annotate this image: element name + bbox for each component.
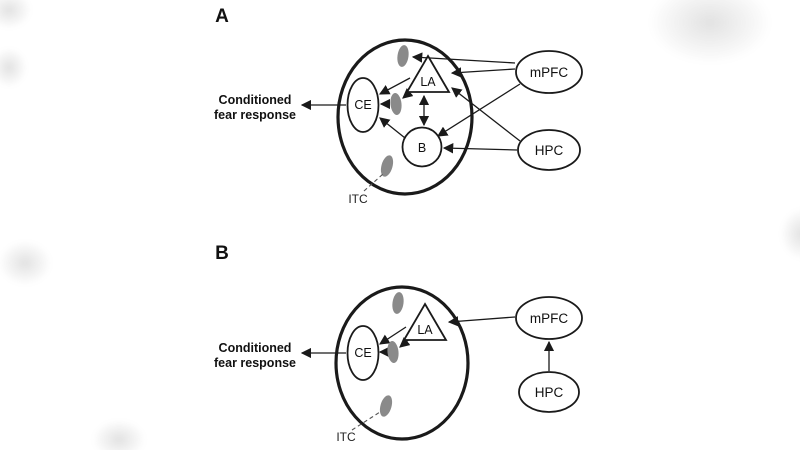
ce-label: CE xyxy=(354,346,371,360)
arrow-mpfc-to-la xyxy=(450,67,516,78)
hpc-region xyxy=(518,371,580,413)
mpfc-label: mPFC xyxy=(530,311,568,326)
la-nucleus xyxy=(405,54,451,93)
arrow-la-to-ce xyxy=(379,326,407,345)
output-text-line1: Conditioned xyxy=(219,341,292,355)
output-text-line2: fear response xyxy=(214,108,296,122)
hpc-label: HPC xyxy=(535,143,564,158)
hpc-label: HPC xyxy=(535,385,564,400)
itc-cluster xyxy=(390,93,402,115)
arrow-mpfc-to-la xyxy=(447,316,516,327)
b-label: B xyxy=(418,141,426,155)
output-text-line1: Conditioned xyxy=(219,93,292,107)
panel-a: A CE LA B xyxy=(214,6,583,206)
output-text-line2: fear response xyxy=(214,356,296,370)
la-label: LA xyxy=(420,75,436,89)
mpfc-label: mPFC xyxy=(530,65,568,80)
itc-pointer-line xyxy=(363,173,384,192)
ce-nucleus xyxy=(346,325,380,381)
panel-b: B CE LA mPFC HPC xyxy=(214,243,583,444)
mpfc-region xyxy=(515,50,583,94)
itc-cluster xyxy=(392,292,404,314)
panel-a-letter: A xyxy=(215,6,229,27)
itc-pointer-line xyxy=(351,411,381,431)
arrow-la-to-ce xyxy=(378,77,411,95)
itc-cluster xyxy=(380,155,394,177)
itc-label: ITC xyxy=(348,192,368,206)
arrow-hpc-to-b xyxy=(442,143,518,154)
arrow-b-to-ce xyxy=(379,117,406,139)
hpc-region xyxy=(517,129,581,171)
itc-cluster xyxy=(387,341,399,363)
ce-nucleus xyxy=(346,77,380,133)
arrow-mpfc-to-b xyxy=(437,83,521,137)
mpfc-region xyxy=(515,296,583,340)
la-nucleus xyxy=(402,302,448,341)
b-nucleus xyxy=(401,126,443,168)
panel-b-letter: B xyxy=(215,243,229,264)
arrow-hpc-to-la xyxy=(451,87,521,142)
ce-label: CE xyxy=(354,98,371,112)
itc-label: ITC xyxy=(336,430,356,444)
itc-cluster xyxy=(379,395,393,417)
itc-cluster xyxy=(397,45,409,67)
la-label: LA xyxy=(417,323,433,337)
